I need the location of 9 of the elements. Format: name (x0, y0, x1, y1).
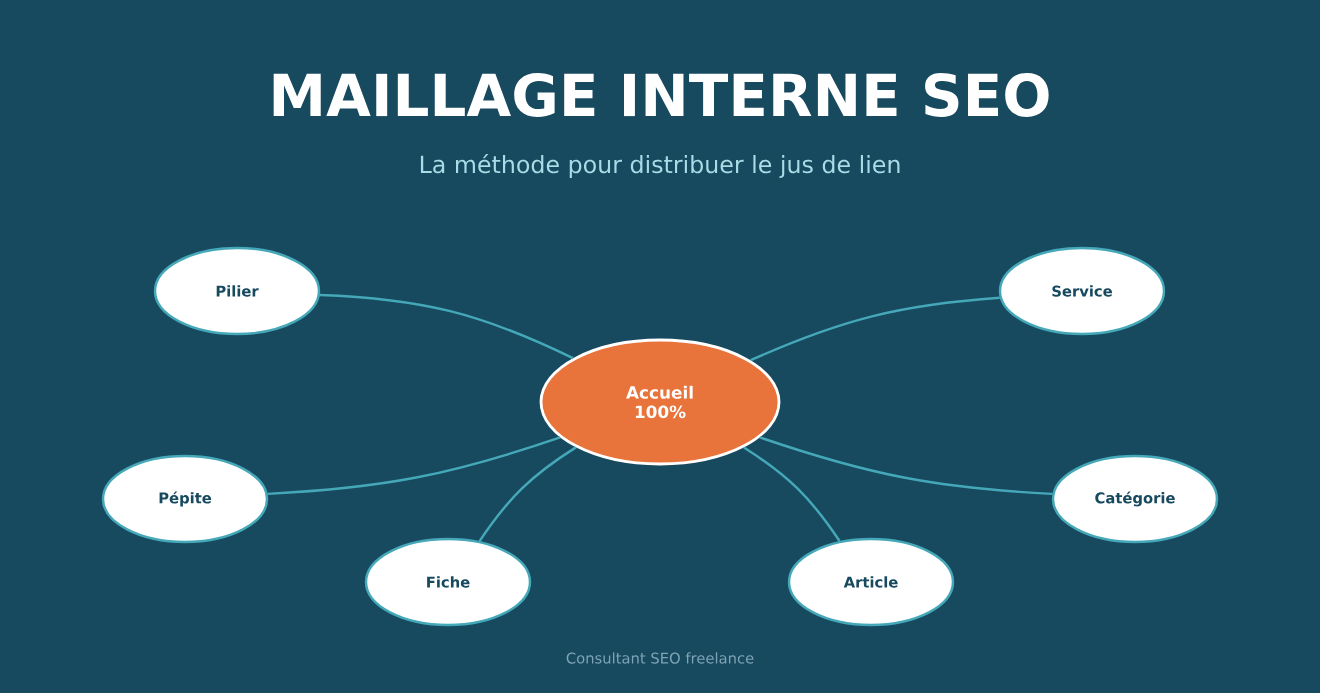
connector-curve (759, 436, 1053, 496)
subtitle: La méthode pour distribuer le jus de lien (420, 154, 900, 178)
connector-curve (743, 446, 841, 542)
connector-curve (319, 293, 574, 360)
connector-curve (267, 436, 561, 496)
connector-curve (478, 446, 577, 542)
title: MAILLAGE INTERNE SEO (273, 73, 1049, 117)
connector-curve (750, 296, 1000, 362)
footer-text: Consultant SEO freelance (566, 652, 754, 664)
